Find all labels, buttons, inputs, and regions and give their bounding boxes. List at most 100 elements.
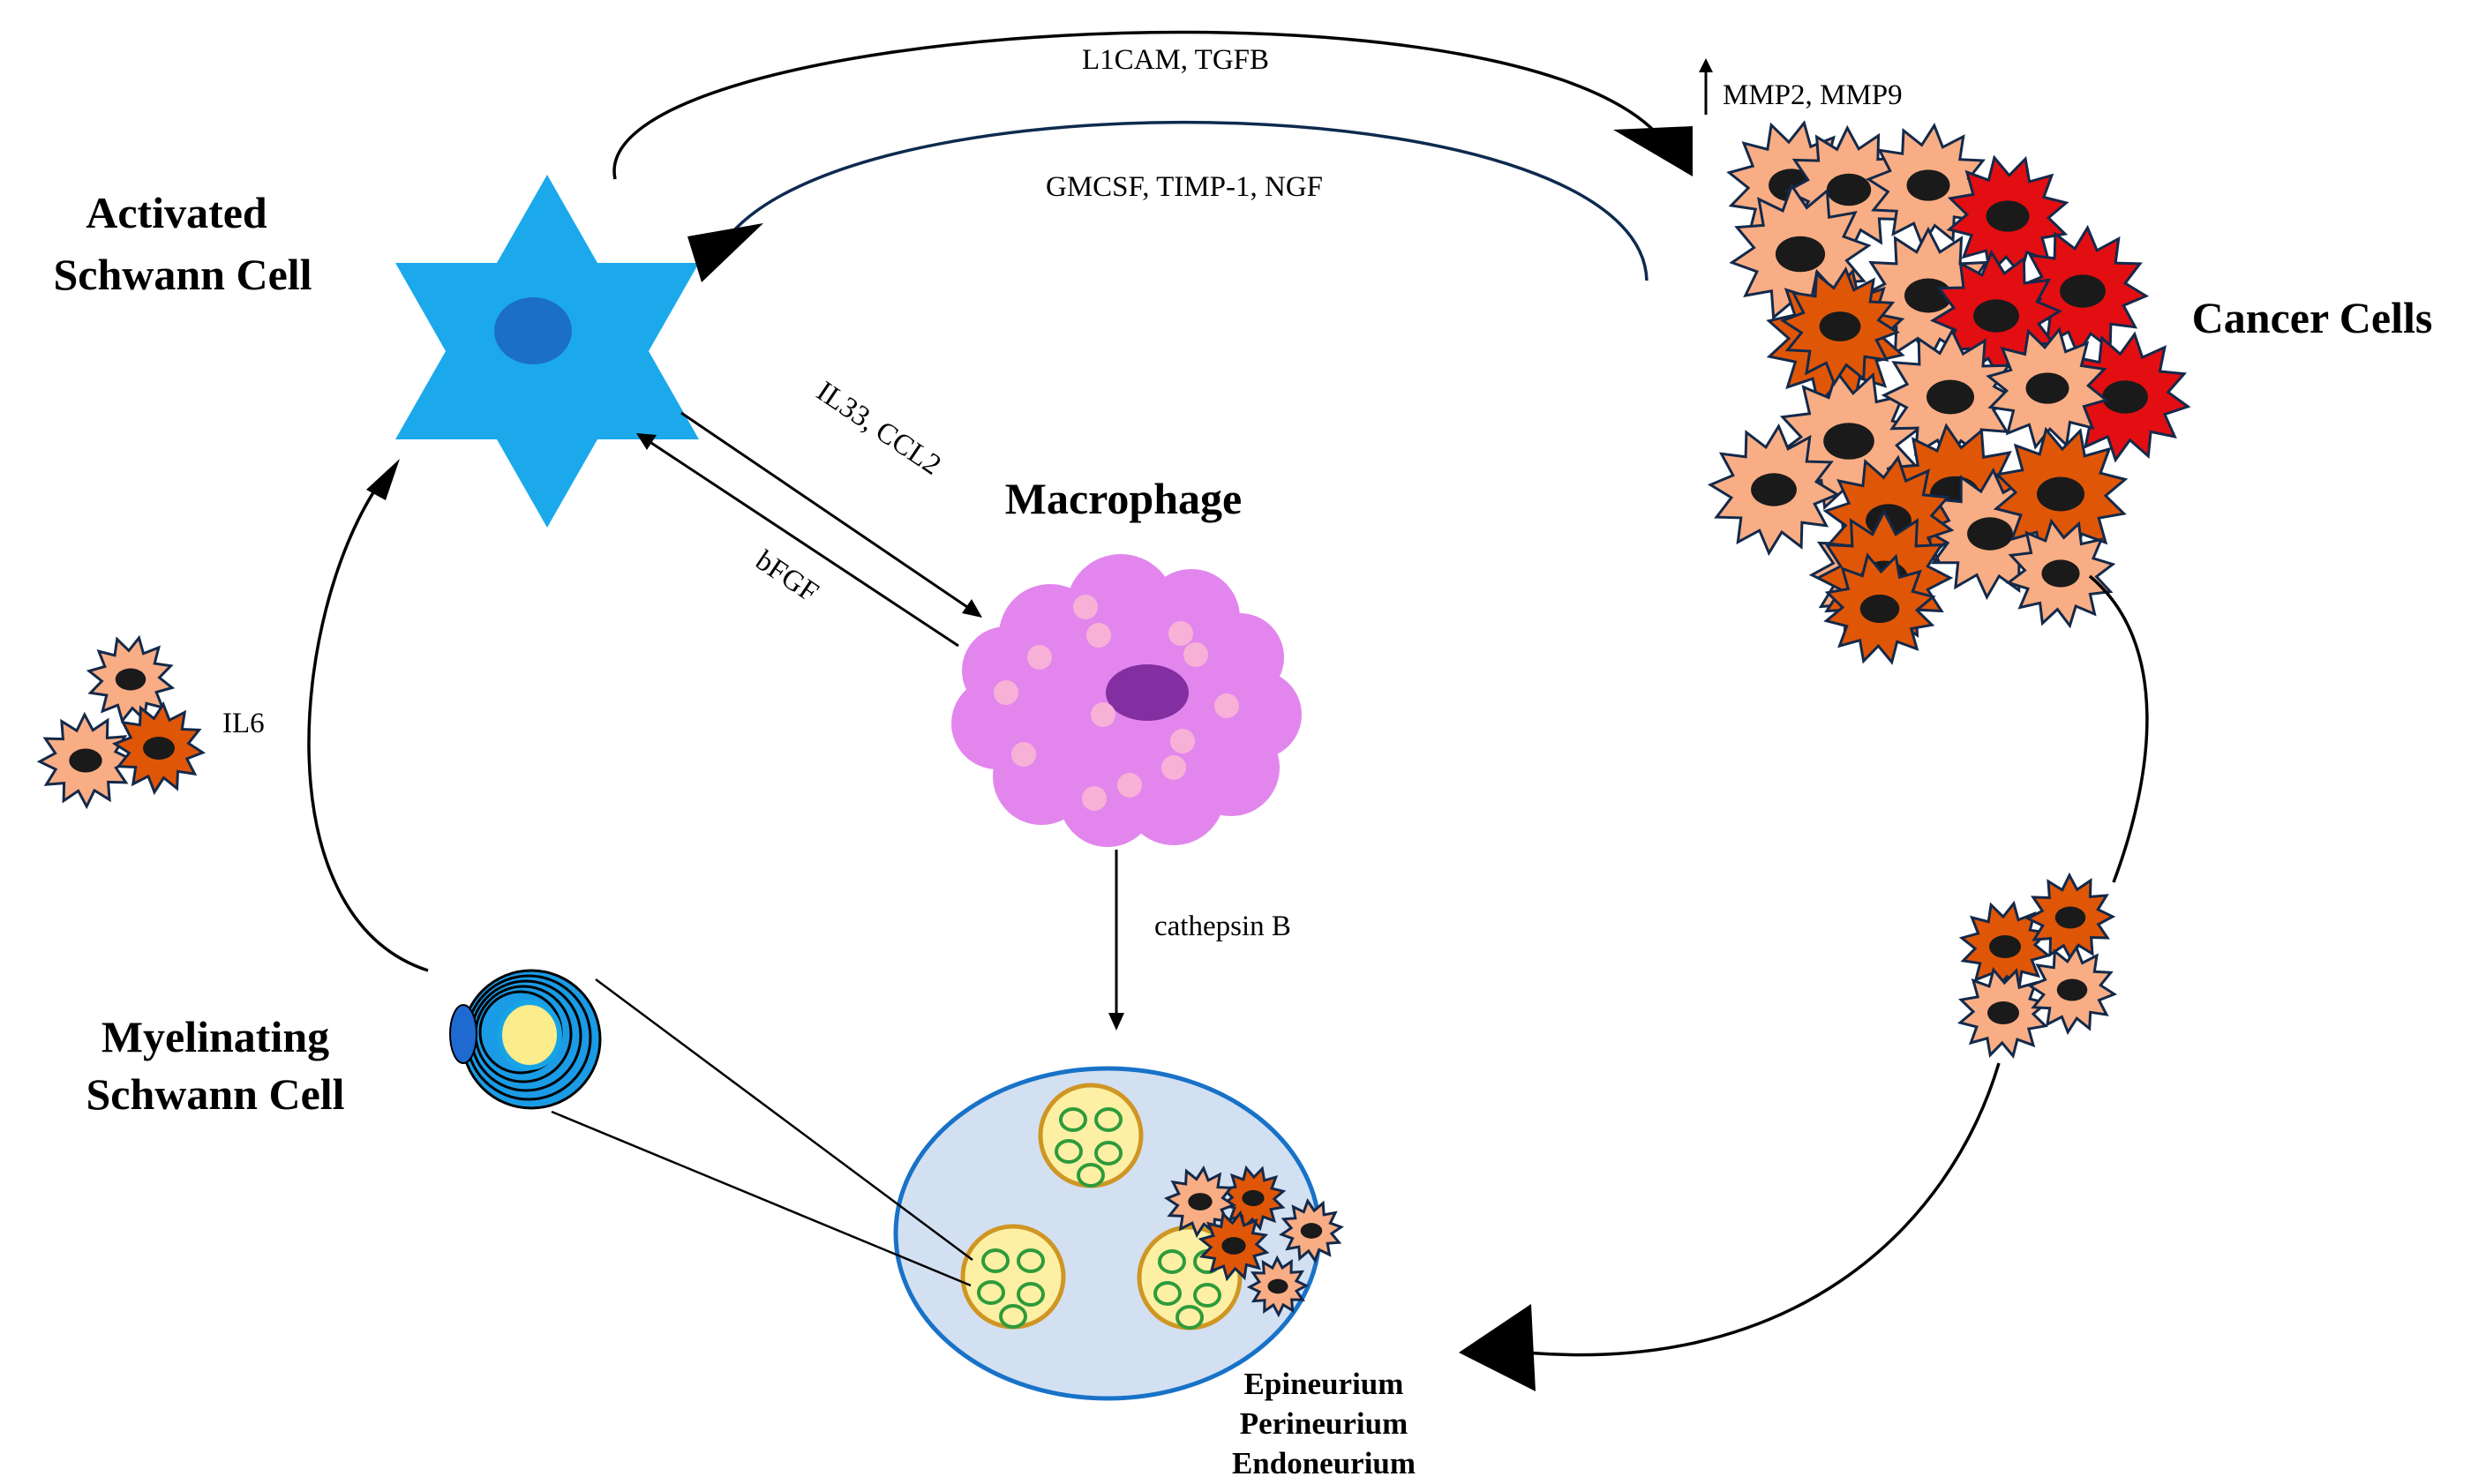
macrophage-granule	[1168, 621, 1193, 646]
cancer-cell	[36, 711, 135, 810]
epineurium-label: Epineurium	[1244, 1367, 1404, 1401]
cancer-cell-nucleus	[1188, 1193, 1213, 1210]
cancer-cells-cluster	[1707, 120, 2191, 665]
arrowhead-macrophage-to-nerve	[1108, 1013, 1124, 1031]
cancer-cell-nucleus	[1906, 169, 1950, 201]
macrophage-granule	[1091, 702, 1115, 727]
schwann-nucleus	[494, 297, 572, 364]
cancer-cell	[86, 634, 176, 724]
arrowhead-myelinating-to-activated	[366, 459, 400, 500]
macrophage-granule	[1183, 642, 1208, 667]
macrophage-granule	[1170, 729, 1195, 753]
nerve-cross-section	[893, 1066, 1322, 1401]
cancer-cell-nucleus	[2102, 380, 2148, 414]
myelinating-schwann-label-line1: Myelinating	[101, 1012, 329, 1061]
zoom-line-top	[595, 978, 973, 1262]
arrowhead-schwann-to-cancer	[1613, 126, 1693, 176]
cancer-cell	[1707, 423, 1841, 557]
myelinating-schwann-label-line2: Schwann Cell	[86, 1069, 344, 1119]
cancer-cell-nucleus	[1823, 423, 1874, 460]
edge-label-cathepsin-b: cathepsin B	[1154, 911, 1291, 942]
activated-schwann-label-line1: Activated	[86, 188, 267, 237]
cancer-cell-nucleus	[1300, 1223, 1323, 1239]
cancer-cell	[1957, 966, 2050, 1060]
axon	[1017, 1248, 1045, 1273]
macrophage-label: Macrophage	[1005, 474, 1242, 523]
zoom-line-bottom	[551, 1110, 972, 1287]
cancer-cell-nucleus	[1819, 311, 1861, 341]
cancer-cell	[111, 701, 207, 796]
edge-label-il6: IL6	[222, 708, 265, 739]
axon	[1077, 1163, 1105, 1188]
myelinating-schwann-cell	[449, 969, 973, 1287]
cancer-cell	[2026, 944, 2118, 1036]
cancer-cell	[2016, 224, 2150, 358]
cancer-cell-nucleus	[115, 668, 146, 691]
endoneurium-label: Endoneurium	[1232, 1446, 1416, 1480]
cancer-cells-label: Cancer Cells	[2192, 293, 2433, 342]
arrowhead-up-mmp	[1699, 58, 1713, 72]
arrowhead-macrophage-to-schwann	[636, 433, 657, 450]
arrowhead-cancer-to-schwann	[687, 223, 763, 282]
cancer-cell	[1246, 1255, 1310, 1318]
arrowhead-schwann-to-macrophage	[962, 599, 982, 618]
perineurium-label: Perineurium	[1240, 1406, 1408, 1441]
arrow-schwann-to-macrophage	[680, 411, 968, 609]
macrophage-granule	[1086, 623, 1111, 648]
axon	[977, 1280, 1005, 1305]
cancer-cell-nucleus	[2054, 906, 2086, 929]
macrophage-granules	[994, 595, 1239, 811]
edge-label-gmcsf-timp1-ngf: GMCSF, TIMP-1, NGF	[1046, 171, 1323, 203]
cancer-cell-nucleus	[1989, 935, 2021, 958]
arrow-cancer-to-nerve	[1499, 574, 2149, 1357]
axon	[1153, 1281, 1182, 1306]
nerve-fascicles	[960, 1083, 1243, 1330]
cancer-cell-nucleus	[1973, 299, 2019, 333]
cancer-cell	[1220, 1165, 1287, 1232]
schwann-cell-nucleus	[449, 1004, 477, 1064]
arrow-cancer-to-schwann	[732, 120, 1649, 281]
cancer-cells-invading-nerve	[1163, 1165, 1344, 1318]
cancer-cell-nucleus	[1859, 594, 1900, 624]
myelinated-axon	[497, 1000, 562, 1070]
axon	[1094, 1141, 1123, 1165]
cancer-cell-nucleus	[1986, 200, 2030, 232]
cancer-cell-nucleus	[2025, 372, 2069, 404]
axon	[999, 1304, 1027, 1329]
axon	[1193, 1283, 1221, 1308]
axon	[1017, 1282, 1045, 1307]
macrophage-granule	[1214, 693, 1239, 718]
axon	[1175, 1305, 1204, 1330]
cancer-cell-nucleus	[1967, 517, 2013, 551]
cancer-cell	[1993, 426, 2129, 562]
edge-label-bfgf: bFGF	[750, 544, 824, 609]
cancer-cell	[1279, 1198, 1344, 1263]
cancer-cell-nucleus	[2037, 476, 2084, 512]
macrophage-granule	[1117, 773, 1142, 798]
macrophage-granule	[1011, 742, 1036, 767]
edge-label-mmp2-mmp9: MMP2, MMP9	[1723, 79, 1903, 111]
axon	[1094, 1107, 1123, 1132]
arrow-schwann-to-cancer	[612, 30, 1657, 180]
cancer-cell	[2024, 872, 2116, 963]
cancer-cell-nucleus	[1987, 1001, 2019, 1024]
macrophage-granule	[1082, 786, 1107, 811]
cancer-cell-nucleus	[1775, 236, 1826, 273]
activated-schwann-cell	[395, 175, 699, 528]
axon	[981, 1248, 1010, 1273]
cancer-cell	[1823, 552, 1936, 665]
cancer-cell-nucleus	[1267, 1278, 1288, 1294]
cancer-cell	[1866, 123, 1991, 248]
fascicle	[960, 1224, 1066, 1330]
cancer-cell-nucleus	[1826, 173, 1872, 206]
cancer-cell-nucleus	[2060, 274, 2106, 308]
cancer-cell-nucleus	[1926, 379, 1974, 415]
arrows	[307, 30, 2149, 1391]
arrowhead-cancer-to-nerve	[1459, 1304, 1536, 1391]
cancer-cell-nucleus	[1221, 1237, 1246, 1255]
activated-schwann-label-line2: Schwann Cell	[53, 250, 312, 299]
arrow-macrophage-to-schwann	[650, 441, 959, 648]
edge-label-il33-ccl2: IL33, CCL2	[811, 376, 947, 482]
axon	[1059, 1107, 1087, 1132]
cancer-cell-nucleus	[2041, 559, 2080, 588]
